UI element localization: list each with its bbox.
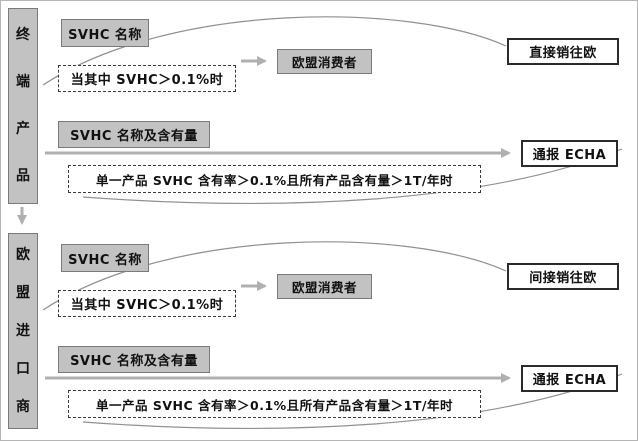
svhc-content-box: SVHC 名称及含有量	[58, 121, 210, 148]
section-indirect-sales: 欧盟进口商 SVHC 名称 当其中 SVHC＞0.1%时 欧盟消费者 间接销往欧…	[1, 226, 637, 436]
svhc-content-box: SVHC 名称及含有量	[58, 346, 210, 373]
svhc-name-box: SVHC 名称	[61, 244, 149, 272]
actor-box-eu-importer: 欧盟进口商	[8, 233, 38, 429]
notify-echa-box: 通报 ECHA	[521, 365, 618, 392]
actor-label: 终端产品	[16, 27, 30, 184]
svhc-threshold-condition-box: 当其中 SVHC＞0.1%时	[58, 290, 236, 317]
eu-consumer-box: 欧盟消费者	[277, 49, 372, 74]
actor-box-end-product: 终端产品	[8, 8, 38, 204]
notify-threshold-condition-box: 单一产品 SVHC 含有率＞0.1%且所有产品含有量＞1T/年时	[68, 165, 481, 193]
notify-echa-box: 通报 ECHA	[521, 140, 618, 167]
section-direct-sales: 终端产品 SVHC 名称 当其中 SVHC＞0.1%时 欧盟消费者 直接销往欧 …	[1, 1, 637, 211]
eu-consumer-box: 欧盟消费者	[277, 274, 372, 299]
svhc-name-box: SVHC 名称	[61, 19, 149, 47]
actor-label: 欧盟进口商	[16, 247, 30, 415]
route-box-direct-sales: 直接销往欧	[507, 38, 619, 65]
svhc-threshold-condition-box: 当其中 SVHC＞0.1%时	[58, 65, 236, 92]
notify-threshold-condition-box: 单一产品 SVHC 含有率＞0.1%且所有产品含有量＞1T/年时	[68, 390, 481, 418]
route-box-indirect-sales: 间接销往欧	[507, 263, 619, 290]
